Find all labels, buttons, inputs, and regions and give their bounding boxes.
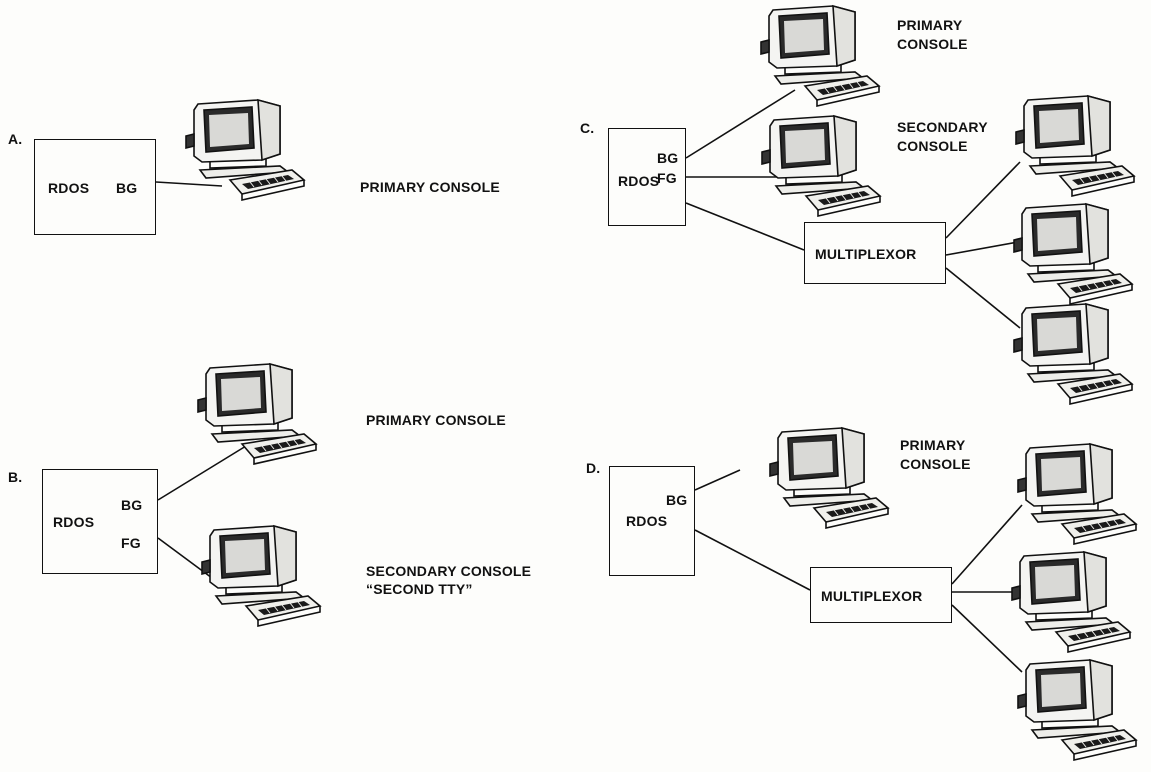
diagram-c-secondary-label-line1: SECONDARY	[897, 118, 988, 136]
terminal-d-mux-3 crt-terminal-icon	[1012, 656, 1142, 766]
diagram-b-primary-console-label: PRIMARY CONSOLE	[366, 411, 506, 429]
diagram-b-fg-port: FG	[121, 534, 141, 552]
terminal-c-secondary crt-terminal-icon	[756, 112, 886, 222]
terminal-b-primary crt-terminal-icon	[192, 360, 322, 470]
diagram-b-secondary-console-label: SECONDARY CONSOLE	[366, 562, 531, 580]
diagram-d-multiplexor-label: MULTIPLEXOR	[821, 587, 923, 605]
diagram-c-primary-label-line2: CONSOLE	[897, 35, 968, 53]
diagram-c-bg-port: BG	[657, 149, 678, 167]
diagram-c-fg-port: FG	[657, 169, 677, 187]
diagram-c-host-name: RDOS	[618, 172, 659, 190]
diagram-c-primary-label-line1: PRIMARY	[897, 16, 962, 34]
diagram-a-letter: A.	[8, 130, 22, 148]
diagram-d-letter: D.	[586, 459, 600, 477]
diagram-c-letter: C.	[580, 119, 594, 137]
diagram-a-primary-console-label: PRIMARY CONSOLE	[360, 178, 500, 196]
diagram-b-bg-port: BG	[121, 496, 142, 514]
terminal-c-mux-3 crt-terminal-icon	[1008, 300, 1138, 410]
terminal-c-mux-1 crt-terminal-icon	[1010, 92, 1140, 202]
terminal-b-secondary crt-terminal-icon	[196, 522, 326, 632]
diagram-c-multiplexor-label: MULTIPLEXOR	[815, 245, 917, 263]
diagram-d-bg-port: BG	[666, 491, 687, 509]
diagram-a-bg-port: BG	[116, 179, 137, 197]
diagram-d-primary-label-line2: CONSOLE	[900, 455, 971, 473]
terminal-c-primary crt-terminal-icon	[755, 2, 885, 112]
diagram-b-host-name: RDOS	[53, 513, 94, 531]
diagram-a-host-name: RDOS	[48, 179, 89, 197]
link-d-host-to-mux	[695, 530, 810, 590]
terminal-d-primary crt-terminal-icon	[764, 424, 894, 534]
terminal-a-primary crt-terminal-icon	[180, 96, 310, 206]
diagram-d-primary-label-line1: PRIMARY	[900, 436, 965, 454]
terminal-d-mux-1 crt-terminal-icon	[1012, 440, 1142, 550]
diagram-d-host-name: RDOS	[626, 512, 667, 530]
link-d-bg-to-primary	[695, 470, 740, 490]
diagram-b-letter: B.	[8, 468, 22, 486]
diagram-c-secondary-label-line2: CONSOLE	[897, 137, 968, 155]
terminal-c-mux-2 crt-terminal-icon	[1008, 200, 1138, 310]
diagram-b-second-tty-label: “SECOND TTY”	[366, 580, 473, 598]
terminal-d-mux-2 crt-terminal-icon	[1006, 548, 1136, 658]
